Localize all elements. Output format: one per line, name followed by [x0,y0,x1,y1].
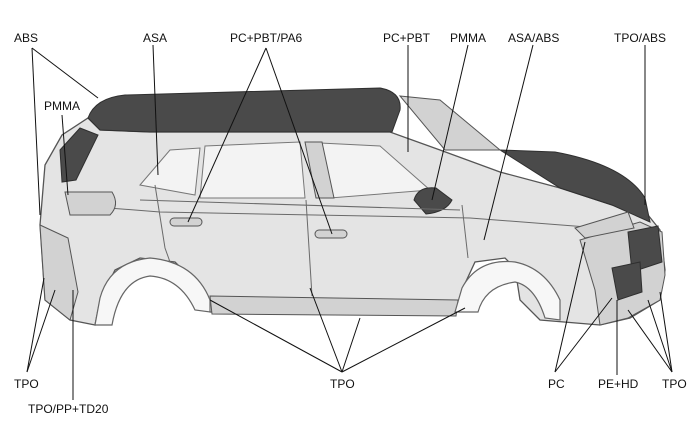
label-pc-pbt-pa6: PC+PBT/PA6 [230,31,302,45]
label-tpo-bottom: TPO [330,377,355,391]
front-wheel-arch [454,260,561,321]
rear-door-handle [169,217,203,227]
tail-lamp [64,191,116,216]
material-labels: ABS ASA PC+PBT/PA6 PC+PBT PMMA ASA/ABS T… [14,31,687,416]
label-tpo-left: TPO [14,377,39,391]
side-mirror [413,187,453,215]
label-asa-abs: ASA/ABS [508,31,559,45]
label-pe-hd: PE+HD [598,377,639,391]
label-pc-pbt: PC+PBT [383,31,431,45]
label-tpo-abs: TPO/ABS [614,31,666,45]
car-body [39,87,666,326]
label-pc: PC [548,377,565,391]
label-tpo-pp-td20: TPO/PP+TD20 [28,402,109,416]
hood [498,149,651,223]
c-pillar-trim [59,127,99,183]
rear-bumper [39,224,79,321]
roof-spoiler [87,87,401,133]
beltline [139,199,461,211]
label-pmma-top: PMMA [450,31,486,45]
front-grille [627,225,663,273]
rear-door-window [199,141,306,199]
side-sill [209,295,459,317]
fog-lamp-area [611,261,643,301]
rear-door-seam [154,184,171,263]
label-abs: ABS [14,31,38,45]
label-tpo-right: TPO [662,377,687,391]
headlamp [574,211,635,239]
rear-window [139,147,201,196]
leader-lines [26,44,673,400]
label-asa: ASA [143,31,167,45]
front-door-seam [461,204,469,259]
label-pmma-left: PMMA [44,99,80,113]
center-door-seam [305,199,313,297]
